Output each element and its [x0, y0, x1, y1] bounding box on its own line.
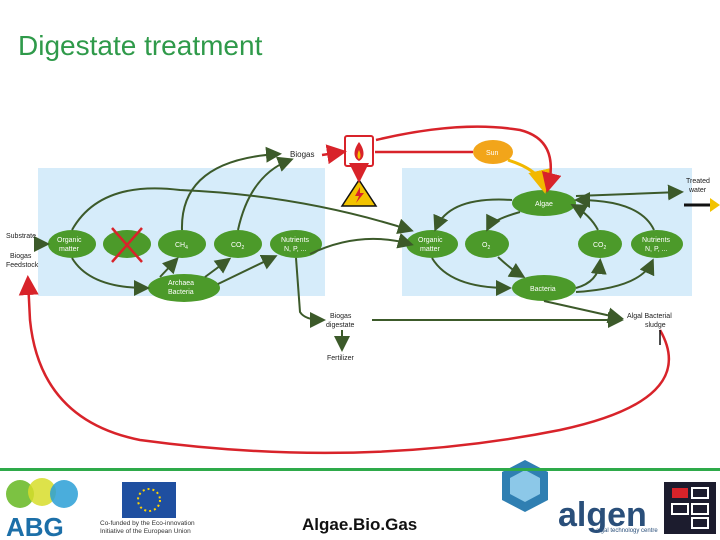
treated-water-label-1: Treated	[686, 178, 710, 185]
treated-water-label-2: water	[688, 187, 707, 194]
archaea-bacteria-node	[148, 274, 220, 302]
nutrients-right-node	[631, 230, 683, 258]
arrow-sludge-feedstock	[18, 275, 671, 455]
kto-logo-box1	[691, 487, 709, 499]
o2-node	[465, 230, 509, 258]
warning-bolt	[355, 187, 364, 203]
arrow-ch4-biogas	[180, 146, 282, 231]
arrow-bacteria-sludge	[543, 300, 624, 324]
arrow-archaea-ch4	[159, 257, 179, 278]
organic-matter-right-label-2: matter	[420, 246, 441, 253]
organic-matter-left-label-2: matter	[59, 246, 80, 253]
eu-flag-icon	[122, 482, 176, 518]
organic-matter-right-label-1: Organic	[418, 237, 443, 244]
eu-cofunded-text: Co-funded by the Eco-innovation Initiati…	[100, 520, 195, 535]
o2-label: O2	[482, 242, 490, 251]
arrow-co2-biogas	[237, 156, 294, 231]
nutrients-left-label-1: Nutrients	[281, 237, 310, 244]
algal-bacterial-sludge-label-1: Algal Bacterial	[627, 313, 672, 320]
abg-logo-circle-blue	[50, 480, 78, 508]
organic-matter-left-node	[48, 230, 96, 258]
organic-matter-left-label-1: Organic	[57, 237, 82, 244]
arrow-flame-algae	[375, 125, 562, 193]
kto-logo-box2	[671, 503, 689, 515]
bacteria-node	[512, 275, 576, 301]
co2-left-label: CO2	[231, 242, 245, 251]
kto-logo-box4	[691, 517, 709, 529]
nutrients-left-node	[270, 230, 322, 258]
nutrients-right-label-2: N, P, ...	[645, 246, 667, 253]
arrow-bacteria-nutrients	[575, 258, 655, 293]
arrow-archaea-co2	[204, 257, 232, 278]
block-cross	[111, 227, 143, 263]
biogas-feedstock-label-1: Biogas	[10, 253, 32, 260]
eu-stars-icon	[137, 488, 161, 512]
nutrients-left-label-2: N, P, ...	[284, 246, 306, 253]
co2-right-label: CO2	[593, 242, 607, 251]
arrow-biogas-flame	[321, 144, 347, 165]
arrow-algae-treated-water	[575, 184, 684, 201]
arrow-algae-o2	[486, 211, 521, 232]
bacteria-label: Bacteria	[530, 286, 556, 293]
biogas-digestate-label-2: digestate	[326, 322, 355, 329]
archaea-bacteria-label-1: Archaea	[168, 280, 194, 287]
ch4-node	[158, 230, 206, 258]
algen-logo-text: algen	[558, 496, 647, 534]
co2-left-node	[214, 230, 262, 258]
kto-logo-red	[672, 488, 688, 498]
treated-water-arrowhead	[710, 198, 720, 212]
arrow-bacteria-co2	[575, 258, 607, 289]
kto-logo-box3	[691, 503, 709, 515]
algal-bacterial-sludge-label-2: sludge	[645, 322, 666, 329]
archaea-bacteria-label-2: Bacteria	[168, 289, 194, 296]
biogas-digestate-label-1: Biogas	[330, 313, 352, 320]
substrate-label: Substrate	[6, 233, 36, 240]
arrow-organic-co2-loop	[71, 187, 414, 234]
nutrients-right-label-1: Nutrients	[642, 237, 671, 244]
page-title: Digestate treatment	[18, 30, 263, 61]
sun-node	[473, 140, 513, 164]
ch4-label: CH4	[175, 242, 188, 251]
co2-right-node	[578, 230, 622, 258]
algae-label: Algae	[535, 201, 553, 208]
sun-label: Sun	[486, 150, 499, 157]
organic-matter-right-node	[406, 230, 458, 258]
footer-divider	[0, 468, 720, 471]
arrow-organic-archaea	[71, 257, 150, 296]
abg-logo-circle-green	[6, 480, 34, 508]
flame-inner	[357, 150, 361, 159]
arrow-digestate-organic	[309, 233, 414, 255]
algen-logo-subtitle: algal technology centre	[596, 528, 658, 534]
abg-logo-circle-yellow	[28, 478, 56, 506]
arrow-nutrients-digestate	[295, 257, 326, 328]
project-name: Algae.Bio.Gas	[302, 515, 418, 534]
biogas-label: Biogas	[290, 150, 314, 159]
fertilizer-label: Fertilizer	[327, 355, 355, 362]
arrow-organic-bacteria	[431, 257, 512, 296]
arrow-nutrients-algae	[574, 192, 655, 231]
abg-logo-text: ABG	[6, 512, 64, 540]
biogas-feedstock-label-2: Feedstock	[6, 262, 39, 269]
arrow-algae-organic	[433, 198, 513, 232]
arrow-archaea-nutrients	[217, 255, 278, 285]
algae-node	[512, 190, 576, 216]
arrow-o2-bacteria	[497, 256, 526, 279]
algen-logo-icon-inner	[510, 470, 540, 502]
